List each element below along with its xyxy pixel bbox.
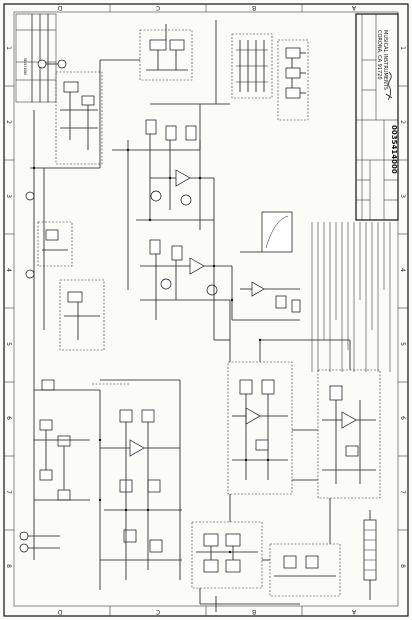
pot-icon <box>160 278 172 290</box>
lower-left-circuit <box>19 379 100 553</box>
company-name: MUSICAL INSTRUMENTS <box>382 30 388 90</box>
transistor-icon <box>341 411 357 429</box>
opamp-icon <box>245 407 261 425</box>
zone-row-right-7: 7 <box>399 490 406 494</box>
opamp-icon <box>189 257 205 275</box>
pot-icon <box>150 190 162 202</box>
drawing-number: 0035414000 <box>390 125 398 174</box>
zone-row-right-6: 6 <box>399 416 406 420</box>
opamp-icon <box>251 281 265 297</box>
zone-row-left-6: 6 <box>5 416 12 420</box>
zone-row-right-5: 5 <box>399 342 406 346</box>
jack-icon <box>57 59 67 69</box>
input-section-middle <box>25 191 105 351</box>
company-city: CORONA, CA 91720 <box>376 30 382 80</box>
outer-border <box>3 3 409 617</box>
zone-ticks <box>4 4 408 616</box>
lower-center-circuit <box>92 379 182 590</box>
zone-col-bottom-a: A <box>351 608 356 615</box>
notes-block <box>311 222 391 372</box>
opamp-icon <box>175 169 191 187</box>
signal-bus <box>30 20 230 560</box>
connector-detail-top-right <box>231 33 309 121</box>
zone-col-bottom-c: C <box>156 608 160 615</box>
revision-table: REVISIONS <box>15 13 57 103</box>
zone-row-right-1: 1 <box>399 46 406 50</box>
preamp-stage <box>136 119 214 230</box>
zone-row-left-1: 1 <box>5 46 12 50</box>
driver-block-right <box>317 369 381 499</box>
zone-row-left-2: 2 <box>5 120 12 124</box>
zone-row-left-5: 5 <box>5 342 12 346</box>
zone-row-left-8: 8 <box>5 564 12 568</box>
zone-row-right-4: 4 <box>399 268 406 272</box>
zone-row-right-2: 2 <box>399 120 406 124</box>
zone-col-top-c: C <box>156 4 160 11</box>
zone-row-right-8: 8 <box>399 564 406 568</box>
inner-border <box>13 11 399 607</box>
interconnects <box>213 178 351 481</box>
output-connector <box>363 510 377 600</box>
zone-col-top-b: B <box>252 4 256 11</box>
fender-logo <box>385 71 393 101</box>
revision-table-header: REVISIONS <box>23 58 27 75</box>
power-supply-top <box>139 24 193 81</box>
tone-stack <box>140 239 232 320</box>
jack-icon <box>19 543 29 553</box>
zone-col-bottom-b: B <box>252 608 256 615</box>
effects-section <box>231 211 301 321</box>
zone-row-left-3: 3 <box>5 194 12 198</box>
zone-col-top-d: D <box>57 4 62 11</box>
zone-row-left-4: 4 <box>5 268 12 272</box>
zone-col-bottom-d: D <box>57 608 62 615</box>
jack-icon <box>25 269 35 279</box>
opamp-icon <box>129 439 145 457</box>
pot-icon <box>206 284 218 296</box>
jack-icon <box>19 531 29 541</box>
driver-block-left <box>227 361 293 495</box>
junction-dots <box>32 148 262 554</box>
zone-row-left-7: 7 <box>5 490 12 494</box>
pot-icon <box>180 194 192 206</box>
power-supply-bottom <box>191 494 341 612</box>
zone-col-top-a: A <box>351 4 356 11</box>
jack-icon <box>37 59 47 69</box>
input-section-upper <box>37 59 103 165</box>
title-block: MUSICAL INSTRUMENTS CORONA, CA 91720 003… <box>355 13 399 221</box>
jack-icon <box>25 191 35 201</box>
zone-row-right-3: 3 <box>399 194 406 198</box>
